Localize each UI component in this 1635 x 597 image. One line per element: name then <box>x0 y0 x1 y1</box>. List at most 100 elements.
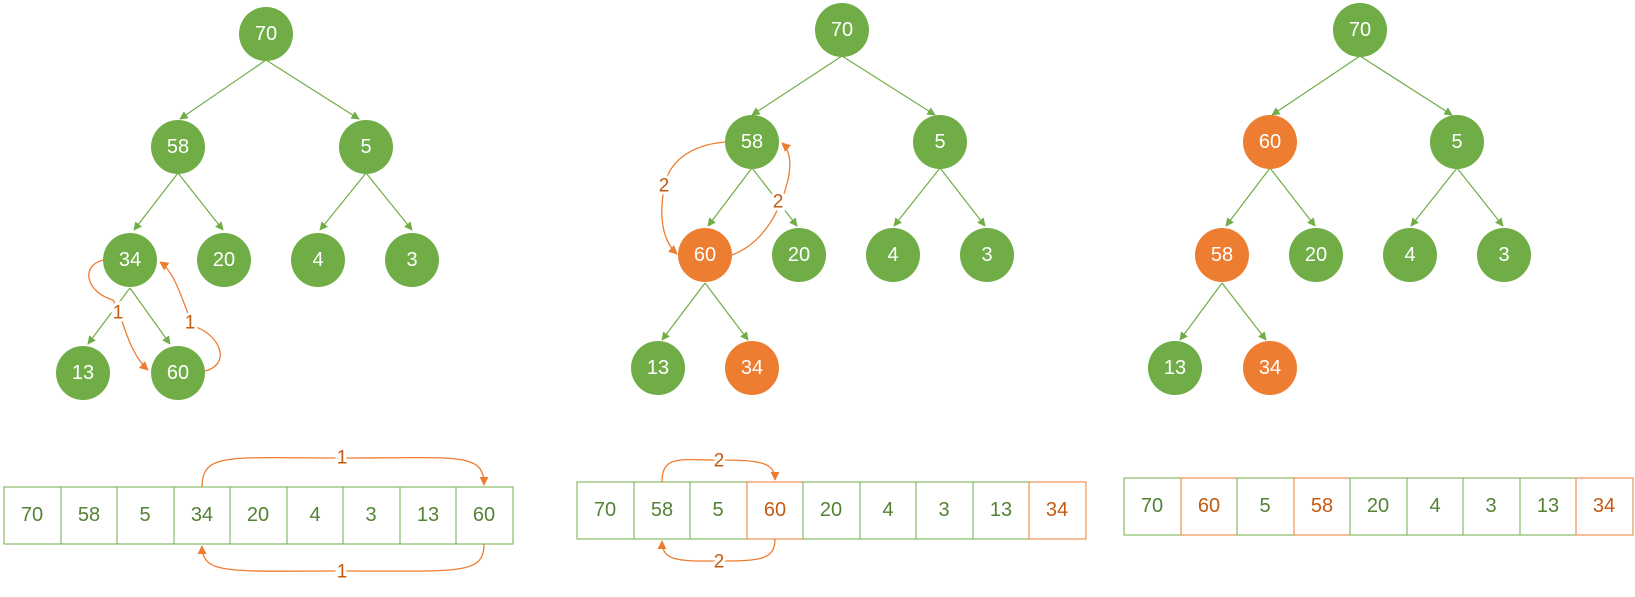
array-cell-label: 20 <box>1367 495 1389 517</box>
tree-node-label: 13 <box>72 362 94 384</box>
array-row: 70 58 5 60 20 4 3 13 34 <box>576 481 1087 540</box>
array-cell-label: 3 <box>938 499 949 521</box>
tree-edge <box>87 287 131 345</box>
tree-node: 60 <box>678 228 732 282</box>
swap-label: 2 <box>714 552 725 573</box>
tree-edge <box>365 172 413 231</box>
array-row: 70 60 5 58 20 4 3 13 34 <box>1123 477 1634 536</box>
tree-node: 20 <box>772 228 826 282</box>
array-cell: 34 <box>173 486 232 545</box>
tree-edge <box>179 59 267 120</box>
tree-node-label: 58 <box>167 136 189 158</box>
tree-node: 5 <box>913 115 967 169</box>
tree-node: 60 <box>151 346 205 400</box>
array-cell-label: 70 <box>594 499 616 521</box>
tree-node: 4 <box>1383 228 1437 282</box>
tree-node-label: 58 <box>741 131 763 153</box>
tree-node: 34 <box>725 341 779 395</box>
tree-edge <box>751 167 798 227</box>
tree-node: 70 <box>1333 3 1387 57</box>
array-cell: 4 <box>286 486 345 545</box>
swap-label: 2 <box>714 451 725 472</box>
array-cell-label: 3 <box>365 504 376 526</box>
tree-node-label: 60 <box>1259 131 1281 153</box>
swap-label: 1 <box>337 448 348 469</box>
tree-nodes: 70 58 5 60 20 4 3 13 34 <box>631 3 1014 395</box>
array-cell-label: 5 <box>712 499 723 521</box>
tree-node-label: 70 <box>1349 19 1371 41</box>
array-cell: 5 <box>1236 477 1295 536</box>
array-swap-arrows: 1 1 <box>197 445 489 586</box>
tree-node-label: 34 <box>1259 357 1281 379</box>
array-cell: 70 <box>3 486 62 545</box>
array-cell-label: 34 <box>1046 499 1068 521</box>
tree-node: 4 <box>291 233 345 287</box>
tree-nodes: 70 58 5 34 20 4 3 13 60 <box>56 7 439 400</box>
panel-step-3: 70 60 5 58 20 4 3 13 34 70 60 5 58 20 4 … <box>1123 3 1634 536</box>
tree-edge <box>661 282 706 341</box>
array-cell: 3 <box>1462 477 1521 536</box>
array-cell-label: 13 <box>417 504 439 526</box>
tree-edge <box>1269 167 1316 227</box>
array-row: 70 58 5 34 20 4 3 13 60 <box>3 486 514 545</box>
array-cell: 60 <box>455 486 514 545</box>
tree-edges <box>661 55 986 341</box>
tree-node-label: 20 <box>788 244 810 266</box>
tree-node-label: 4 <box>312 249 323 271</box>
tree-node-label: 4 <box>887 244 898 266</box>
tree-edge <box>1221 282 1267 341</box>
array-cell: 34 <box>1028 481 1087 540</box>
tree-node: 34 <box>103 233 157 287</box>
array-cell: 60 <box>1180 477 1239 536</box>
swap-arrow-down <box>88 259 149 371</box>
array-cell: 58 <box>60 486 119 545</box>
tree-node-label: 13 <box>647 357 669 379</box>
array-cell: 3 <box>342 486 401 545</box>
tree-node: 58 <box>1195 228 1249 282</box>
array-cell-label: 13 <box>1537 495 1559 517</box>
tree-node-label: 58 <box>1211 244 1233 266</box>
array-cell-label: 20 <box>247 504 269 526</box>
swap-label: 1 <box>337 562 348 583</box>
tree-node-label: 3 <box>981 244 992 266</box>
array-cell: 20 <box>229 486 288 545</box>
array-cell-label: 4 <box>1429 495 1440 517</box>
tree-edge <box>751 55 843 116</box>
array-cell-label: 34 <box>191 504 213 526</box>
array-cell-label: 58 <box>651 499 673 521</box>
swap-arrow-up <box>159 261 221 372</box>
tree-swap-arrows: 1 1 <box>88 259 221 372</box>
tree-edge <box>893 167 941 227</box>
array-cell-label: 13 <box>990 499 1012 521</box>
array-cell: 58 <box>633 481 692 540</box>
tree-node: 13 <box>1148 341 1202 395</box>
tree-node-label: 5 <box>1451 131 1462 153</box>
tree-node-label: 70 <box>255 23 277 45</box>
array-swap-arrow-bottom <box>197 543 485 572</box>
panel-step-2: 70 58 5 60 20 4 3 13 34 2 2 70 58 5 60 2… <box>576 3 1087 576</box>
array-cell-label: 5 <box>139 504 150 526</box>
array-cell-label: 70 <box>21 504 43 526</box>
tree-node: 13 <box>56 346 110 400</box>
tree-edge <box>1271 55 1361 116</box>
tree-node: 4 <box>866 228 920 282</box>
tree-edge <box>265 59 360 120</box>
array-cell-label: 58 <box>78 504 100 526</box>
array-cell: 58 <box>1293 477 1352 536</box>
tree-node-label: 60 <box>167 362 189 384</box>
tree-node: 3 <box>385 233 439 287</box>
swap-label: 2 <box>659 176 670 197</box>
tree-node: 20 <box>1289 228 1343 282</box>
tree-node: 3 <box>1477 228 1531 282</box>
tree-edge <box>133 172 179 231</box>
array-cell-label: 58 <box>1311 495 1333 517</box>
swap-label: 2 <box>773 192 784 213</box>
tree-edges <box>1179 55 1504 341</box>
tree-node-label: 13 <box>1164 357 1186 379</box>
swap-label: 1 <box>185 313 196 334</box>
array-cell: 20 <box>802 481 861 540</box>
array-swap-arrow-top <box>201 456 489 488</box>
tree-node-label: 34 <box>741 357 763 379</box>
array-cell: 4 <box>1406 477 1465 536</box>
tree-edge <box>939 167 986 227</box>
